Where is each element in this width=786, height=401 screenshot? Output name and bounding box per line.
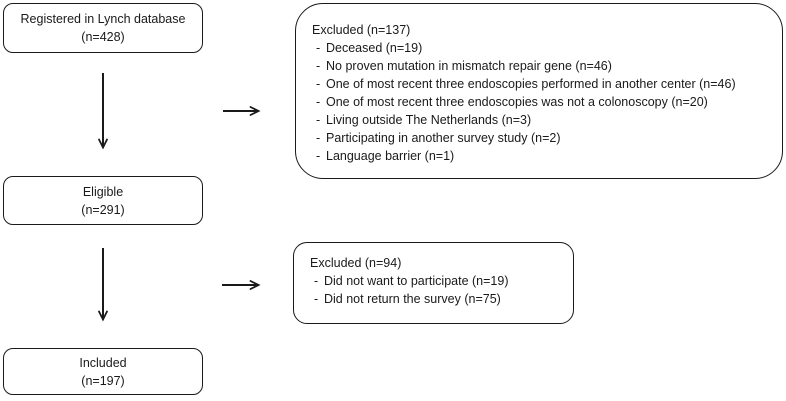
excluded-reason-list: -Deceased (n=19)-No proven mutation in m…	[312, 39, 764, 165]
flow-node-registered: Registered in Lynch database (n=428)	[3, 3, 203, 53]
node-label: Registered in Lynch database	[20, 12, 186, 26]
exclusion-reason-text: One of most recent three endoscopies was…	[326, 95, 708, 109]
exclusion-reason-text: Deceased (n=19)	[326, 41, 423, 55]
flow-node-eligible: Eligible (n=291)	[3, 176, 203, 225]
bullet-dash: -	[316, 41, 321, 55]
exclusion-reason: -Deceased (n=19)	[312, 39, 764, 57]
exclusion-reason: -One of most recent three endoscopies wa…	[312, 93, 764, 111]
exclusion-reason: -Living outside The Netherlands (n=3)	[312, 111, 764, 129]
flow-node-excluded-1: Excluded (n=137) -Deceased (n=19)-No pro…	[295, 3, 783, 179]
flow-node-included: Included (n=197)	[3, 348, 203, 395]
node-count: (n=428)	[81, 30, 125, 44]
bullet-dash: -	[314, 292, 319, 306]
node-count: (n=197)	[81, 373, 125, 388]
exclusion-reason: -One of most recent three endoscopies pe…	[312, 75, 764, 93]
exclusion-reason-text: Language barrier (n=1)	[326, 149, 455, 163]
exclusion-reason: -Participating in another survey study (…	[312, 129, 764, 147]
node-label: Included	[79, 355, 127, 370]
excluded-reason-list: -Did not want to participate (n=19)-Did …	[310, 272, 559, 308]
bullet-dash: -	[316, 77, 321, 91]
bullet-dash: -	[314, 274, 319, 288]
bullet-dash: -	[316, 95, 321, 109]
exclusion-reason-text: Did not want to participate (n=19)	[324, 274, 509, 288]
flow-node-excluded-2: Excluded (n=94) -Did not want to partici…	[293, 242, 574, 324]
exclusion-reason: -Language barrier (n=1)	[312, 147, 764, 165]
bullet-dash: -	[316, 59, 321, 73]
exclusion-reason-text: Living outside The Netherlands (n=3)	[326, 113, 532, 127]
exclusion-reason: -Did not want to participate (n=19)	[310, 272, 559, 290]
exclusion-reason: -Did not return the survey (n=75)	[310, 290, 559, 308]
exclusion-reason-text: No proven mutation in mismatch repair ge…	[326, 59, 612, 73]
exclusion-reason-text: One of most recent three endoscopies per…	[326, 77, 736, 91]
exclusion-reason: -No proven mutation in mismatch repair g…	[312, 57, 764, 75]
node-count: (n=291)	[81, 202, 125, 217]
bullet-dash: -	[316, 113, 321, 127]
excluded-title: Excluded (n=94)	[310, 256, 402, 270]
excluded-title: Excluded (n=137)	[312, 23, 411, 37]
node-label: Eligible	[82, 184, 124, 199]
exclusion-reason-text: Did not return the survey (n=75)	[324, 292, 501, 306]
bullet-dash: -	[316, 149, 321, 163]
exclusion-reason-text: Participating in another survey study (n…	[326, 131, 561, 145]
bullet-dash: -	[316, 131, 321, 145]
